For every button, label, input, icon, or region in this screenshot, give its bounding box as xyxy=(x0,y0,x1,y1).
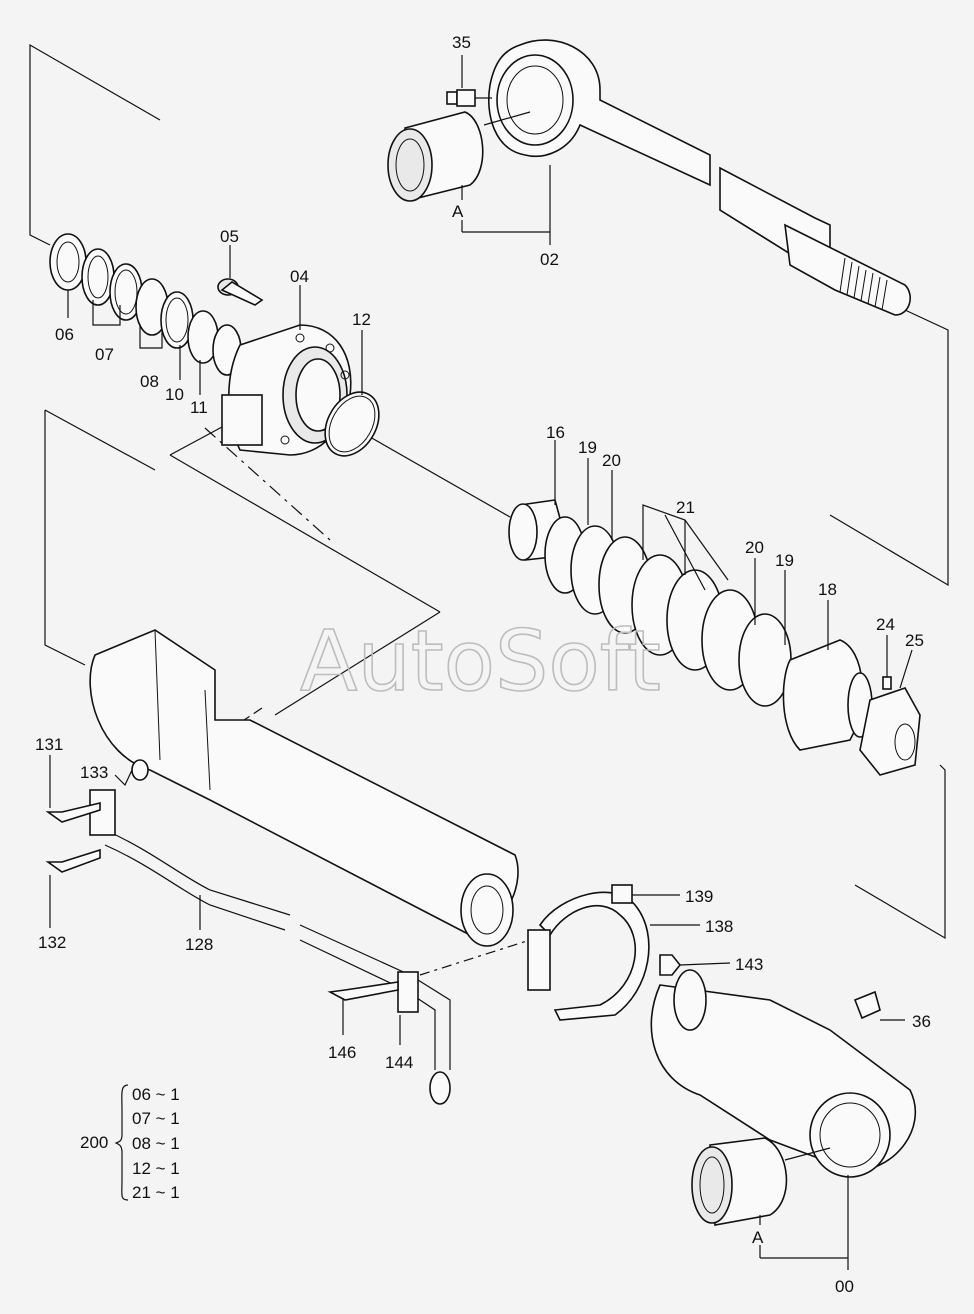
label-21: 21 xyxy=(676,498,695,517)
label-19b: 19 xyxy=(775,551,794,570)
kit-item-0: 06 ~ 1 xyxy=(132,1085,180,1104)
label-08: 08 xyxy=(140,372,159,391)
leader-lines xyxy=(49,165,913,1270)
kit-number: 200 xyxy=(80,1133,108,1152)
label-128: 128 xyxy=(185,935,213,954)
label-24: 24 xyxy=(876,615,895,634)
label-a-top: A xyxy=(452,202,464,221)
label-00: 00 xyxy=(835,1277,854,1296)
o-ring-12 xyxy=(324,391,380,457)
label-138: 138 xyxy=(705,917,733,936)
kit-200-list: 200 06 ~ 1 07 ~ 1 08 ~ 1 12 ~ 1 21 ~ 1 xyxy=(80,1084,180,1202)
kit-item-1: 07 ~ 1 xyxy=(132,1109,180,1128)
label-a-bottom: A xyxy=(752,1228,764,1247)
grease-fitting-35 xyxy=(446,55,492,107)
kit-item-3: 12 ~ 1 xyxy=(132,1159,180,1178)
label-133: 133 xyxy=(80,763,108,782)
cylinder-end xyxy=(650,969,916,1178)
label-19a: 19 xyxy=(578,438,597,457)
label-36: 36 xyxy=(912,1012,931,1031)
label-07: 07 xyxy=(95,345,114,364)
cylinder-barrel xyxy=(89,629,519,947)
label-20b: 20 xyxy=(745,538,764,557)
frame-lines xyxy=(29,43,949,976)
label-02: 02 xyxy=(540,250,559,269)
label-10: 10 xyxy=(165,385,184,404)
label-06: 06 xyxy=(55,325,74,344)
kit-item-4: 21 ~ 1 xyxy=(132,1183,180,1202)
label-04: 04 xyxy=(290,267,309,286)
label-139: 139 xyxy=(685,887,713,906)
label-20a: 20 xyxy=(602,451,621,470)
piston-rod xyxy=(488,39,911,316)
bushing-top xyxy=(387,111,531,202)
label-144: 144 xyxy=(385,1053,413,1072)
bolt-05 xyxy=(217,245,264,306)
label-11: 11 xyxy=(190,398,208,417)
cylinder-head xyxy=(221,324,352,456)
piston-assembly xyxy=(508,499,921,776)
kit-item-2: 08 ~ 1 xyxy=(132,1134,180,1153)
watermark: AutoSoft xyxy=(300,612,661,710)
label-18: 18 xyxy=(818,580,837,599)
label-16: 16 xyxy=(546,423,565,442)
bushing-bottom xyxy=(691,1137,831,1226)
label-05: 05 xyxy=(220,227,239,246)
label-12: 12 xyxy=(352,310,371,329)
part-labels: 35 A 02 05 04 12 06 07 08 10 11 16 19 20… xyxy=(35,33,931,1296)
label-25: 25 xyxy=(905,631,924,650)
label-146: 146 xyxy=(328,1043,356,1062)
label-35: 35 xyxy=(452,33,471,52)
label-131: 131 xyxy=(35,735,63,754)
label-143: 143 xyxy=(735,955,763,974)
seal-rings xyxy=(49,233,242,376)
clamp xyxy=(527,884,682,1021)
label-132: 132 xyxy=(38,933,66,952)
